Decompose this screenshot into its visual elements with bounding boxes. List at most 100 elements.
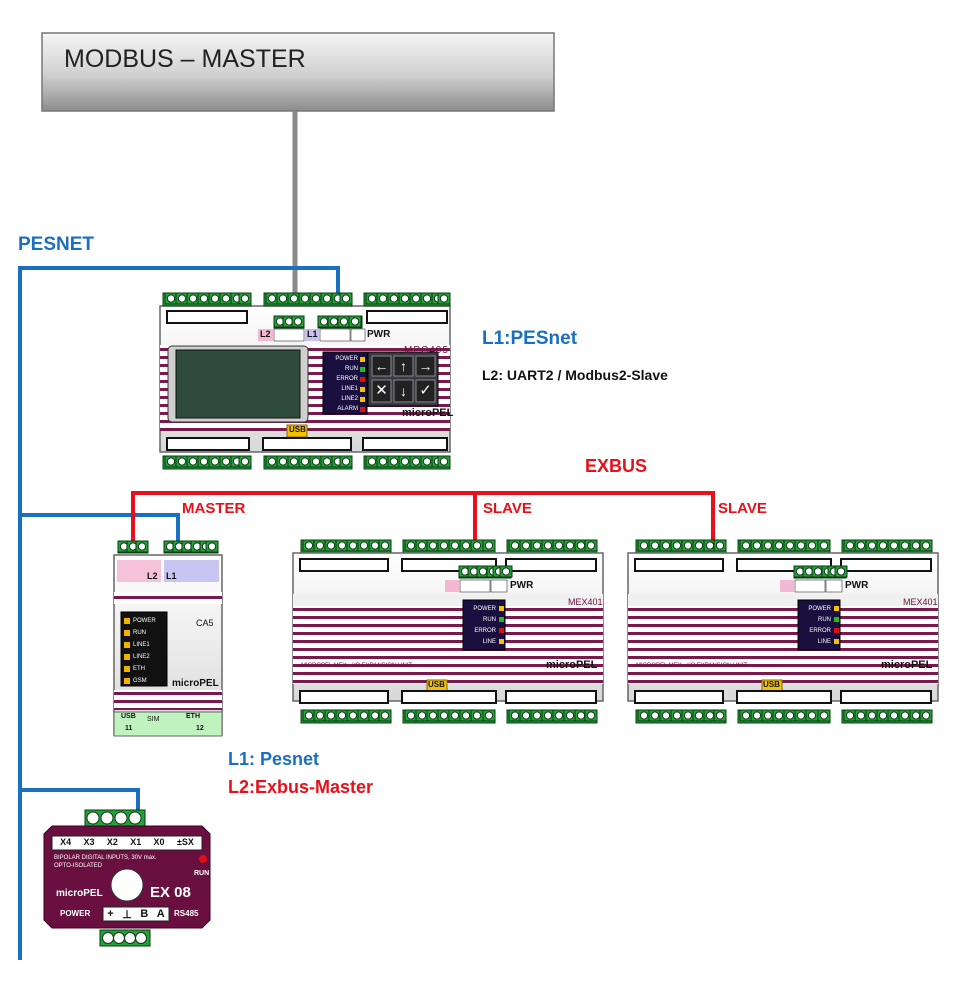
led-indicator — [124, 666, 130, 672]
led-indicator — [360, 376, 365, 382]
led-indicator — [124, 618, 130, 624]
terminal-label: X0 — [153, 837, 165, 847]
terminal-label: A — [156, 908, 165, 920]
down-arrow-key[interactable]: ↓ — [400, 383, 407, 399]
ex08-rs485-label: RS485 — [174, 909, 199, 918]
ex08-power-label: POWER — [60, 909, 91, 918]
led-label: ALARM — [337, 406, 358, 412]
terminal-label: + — [107, 908, 114, 920]
mpc405-device — [159, 292, 451, 470]
led-label: RUN — [133, 630, 146, 636]
ca5-l2-note: L2:Exbus-Master — [228, 777, 374, 797]
mpc405-l2-note: L2: UART2 / Modbus2-Slave — [482, 367, 668, 383]
up-arrow-key[interactable]: ↑ — [400, 358, 407, 374]
led-row: ERROR — [466, 625, 504, 636]
terminal-label: X1 — [130, 837, 142, 847]
led-indicator — [499, 628, 504, 633]
led-indicator — [360, 406, 365, 412]
exbus-slave-label-2: SLAVE — [718, 500, 767, 517]
led-indicator — [499, 617, 504, 622]
led-label: POWER — [335, 356, 358, 362]
led-row: POWER — [325, 354, 365, 364]
confirm-key[interactable]: ✓ — [419, 382, 432, 399]
led-indicator — [124, 642, 130, 648]
ex08-model: EX 08 — [150, 884, 191, 901]
led-indicator — [124, 678, 130, 684]
mex401-2-led-list: POWER RUN ERROR LINE — [801, 603, 839, 647]
mpc405-port-l2: L2 — [260, 329, 271, 339]
mpc405-led-list: POWER RUN ERROR LINE1 LINE2 ALARM — [325, 354, 365, 414]
led-indicator — [834, 628, 839, 633]
led-row: POWER — [466, 603, 504, 614]
ca5-model: CA5 — [196, 618, 214, 628]
mex401-2-subtitle: MICROPEL MEX - I/O EXPANSION UNIT — [636, 663, 748, 669]
led-label: GSM — [133, 678, 147, 684]
led-row: GSM — [124, 675, 166, 687]
led-label: RUN — [818, 616, 831, 623]
led-row: POWER — [801, 603, 839, 614]
ca5-brand: microPEL — [172, 678, 219, 689]
led-row: ALARM — [325, 404, 365, 414]
led-row: RUN — [325, 364, 365, 374]
right-arrow-key[interactable]: → — [418, 358, 433, 374]
ex08-brand: microPEL — [56, 888, 103, 899]
mpc405-model: MPC405 — [404, 345, 449, 356]
ca5-sim: SIM — [147, 716, 160, 723]
ex08-terminal-labels: X4 X3 X2 X1 X0 ±SX — [54, 837, 200, 847]
mex401-2-pwr: PWR — [845, 580, 869, 591]
led-label: ETH — [133, 666, 145, 672]
ca5-led-list: POWER RUN LINE1 LINE2 ETH GSM — [124, 615, 166, 687]
terminal-label: B — [140, 908, 149, 920]
mex401-device-1 — [292, 539, 604, 724]
terminal-label: ±SX — [176, 837, 194, 847]
mex401-1-model: MEX401 — [568, 597, 603, 607]
ca5-eth-number: 12 — [196, 725, 204, 732]
modbus-master-title: MODBUS – MASTER — [64, 45, 306, 73]
ex08-bottom-terminal-labels: + ⊥ B A — [103, 907, 169, 921]
ca5-usb-number: 11 — [125, 725, 133, 732]
led-indicator — [360, 386, 365, 392]
mex401-1-subtitle: MICROPEL MEX - I/O EXPANSION UNIT — [301, 663, 413, 669]
led-row: ERROR — [325, 374, 365, 384]
cancel-key[interactable]: ✕ — [375, 382, 388, 399]
mex401-2-model: MEX401 — [903, 597, 938, 607]
led-label: ERROR — [336, 376, 358, 382]
left-arrow-key[interactable]: ← — [374, 358, 389, 374]
led-indicator — [834, 639, 839, 644]
led-indicator — [360, 356, 365, 362]
led-row: LINE2 — [325, 394, 365, 404]
ex08-desc-line2: OPTO-ISOLATED — [54, 863, 103, 869]
led-row: POWER — [124, 615, 166, 627]
ex08-desc-line1: BIPOLAR DIGITAL INPUTS, 30V max. — [54, 855, 157, 861]
exbus-master-label: MASTER — [182, 500, 246, 517]
ca5-usb: USB — [121, 713, 136, 720]
led-indicator — [834, 617, 839, 622]
led-label: LINE — [817, 638, 831, 645]
ca5-device — [113, 540, 223, 737]
led-label: LINE2 — [133, 654, 150, 660]
ca5-port-l1: L1 — [166, 571, 177, 581]
ca5-l1-note: L1: Pesnet — [228, 749, 320, 769]
led-indicator — [499, 639, 504, 644]
ex08-run-label: RUN — [194, 870, 210, 877]
led-row: ERROR — [801, 625, 839, 636]
led-row: LINE — [466, 636, 504, 647]
led-label: LINE2 — [341, 396, 358, 402]
mex401-device-2 — [627, 539, 939, 724]
terminal-label: X2 — [106, 837, 118, 847]
mpc405-pwr: PWR — [367, 329, 391, 340]
pesnet-label: PESNET — [18, 234, 95, 255]
led-row: LINE — [801, 636, 839, 647]
led-label: POWER — [808, 605, 831, 612]
led-row: LINE1 — [124, 639, 166, 651]
led-indicator — [834, 606, 839, 611]
led-indicator — [124, 630, 130, 636]
mex401-2-usb: USB — [763, 680, 780, 689]
led-row: RUN — [124, 627, 166, 639]
mpc405-l1-note: L1:PESnet — [482, 328, 578, 349]
led-label: LINE1 — [341, 386, 358, 392]
led-row: ETH — [124, 663, 166, 675]
led-indicator — [499, 606, 504, 611]
exbus-label: EXBUS — [585, 456, 648, 476]
exbus-wires — [131, 491, 715, 545]
